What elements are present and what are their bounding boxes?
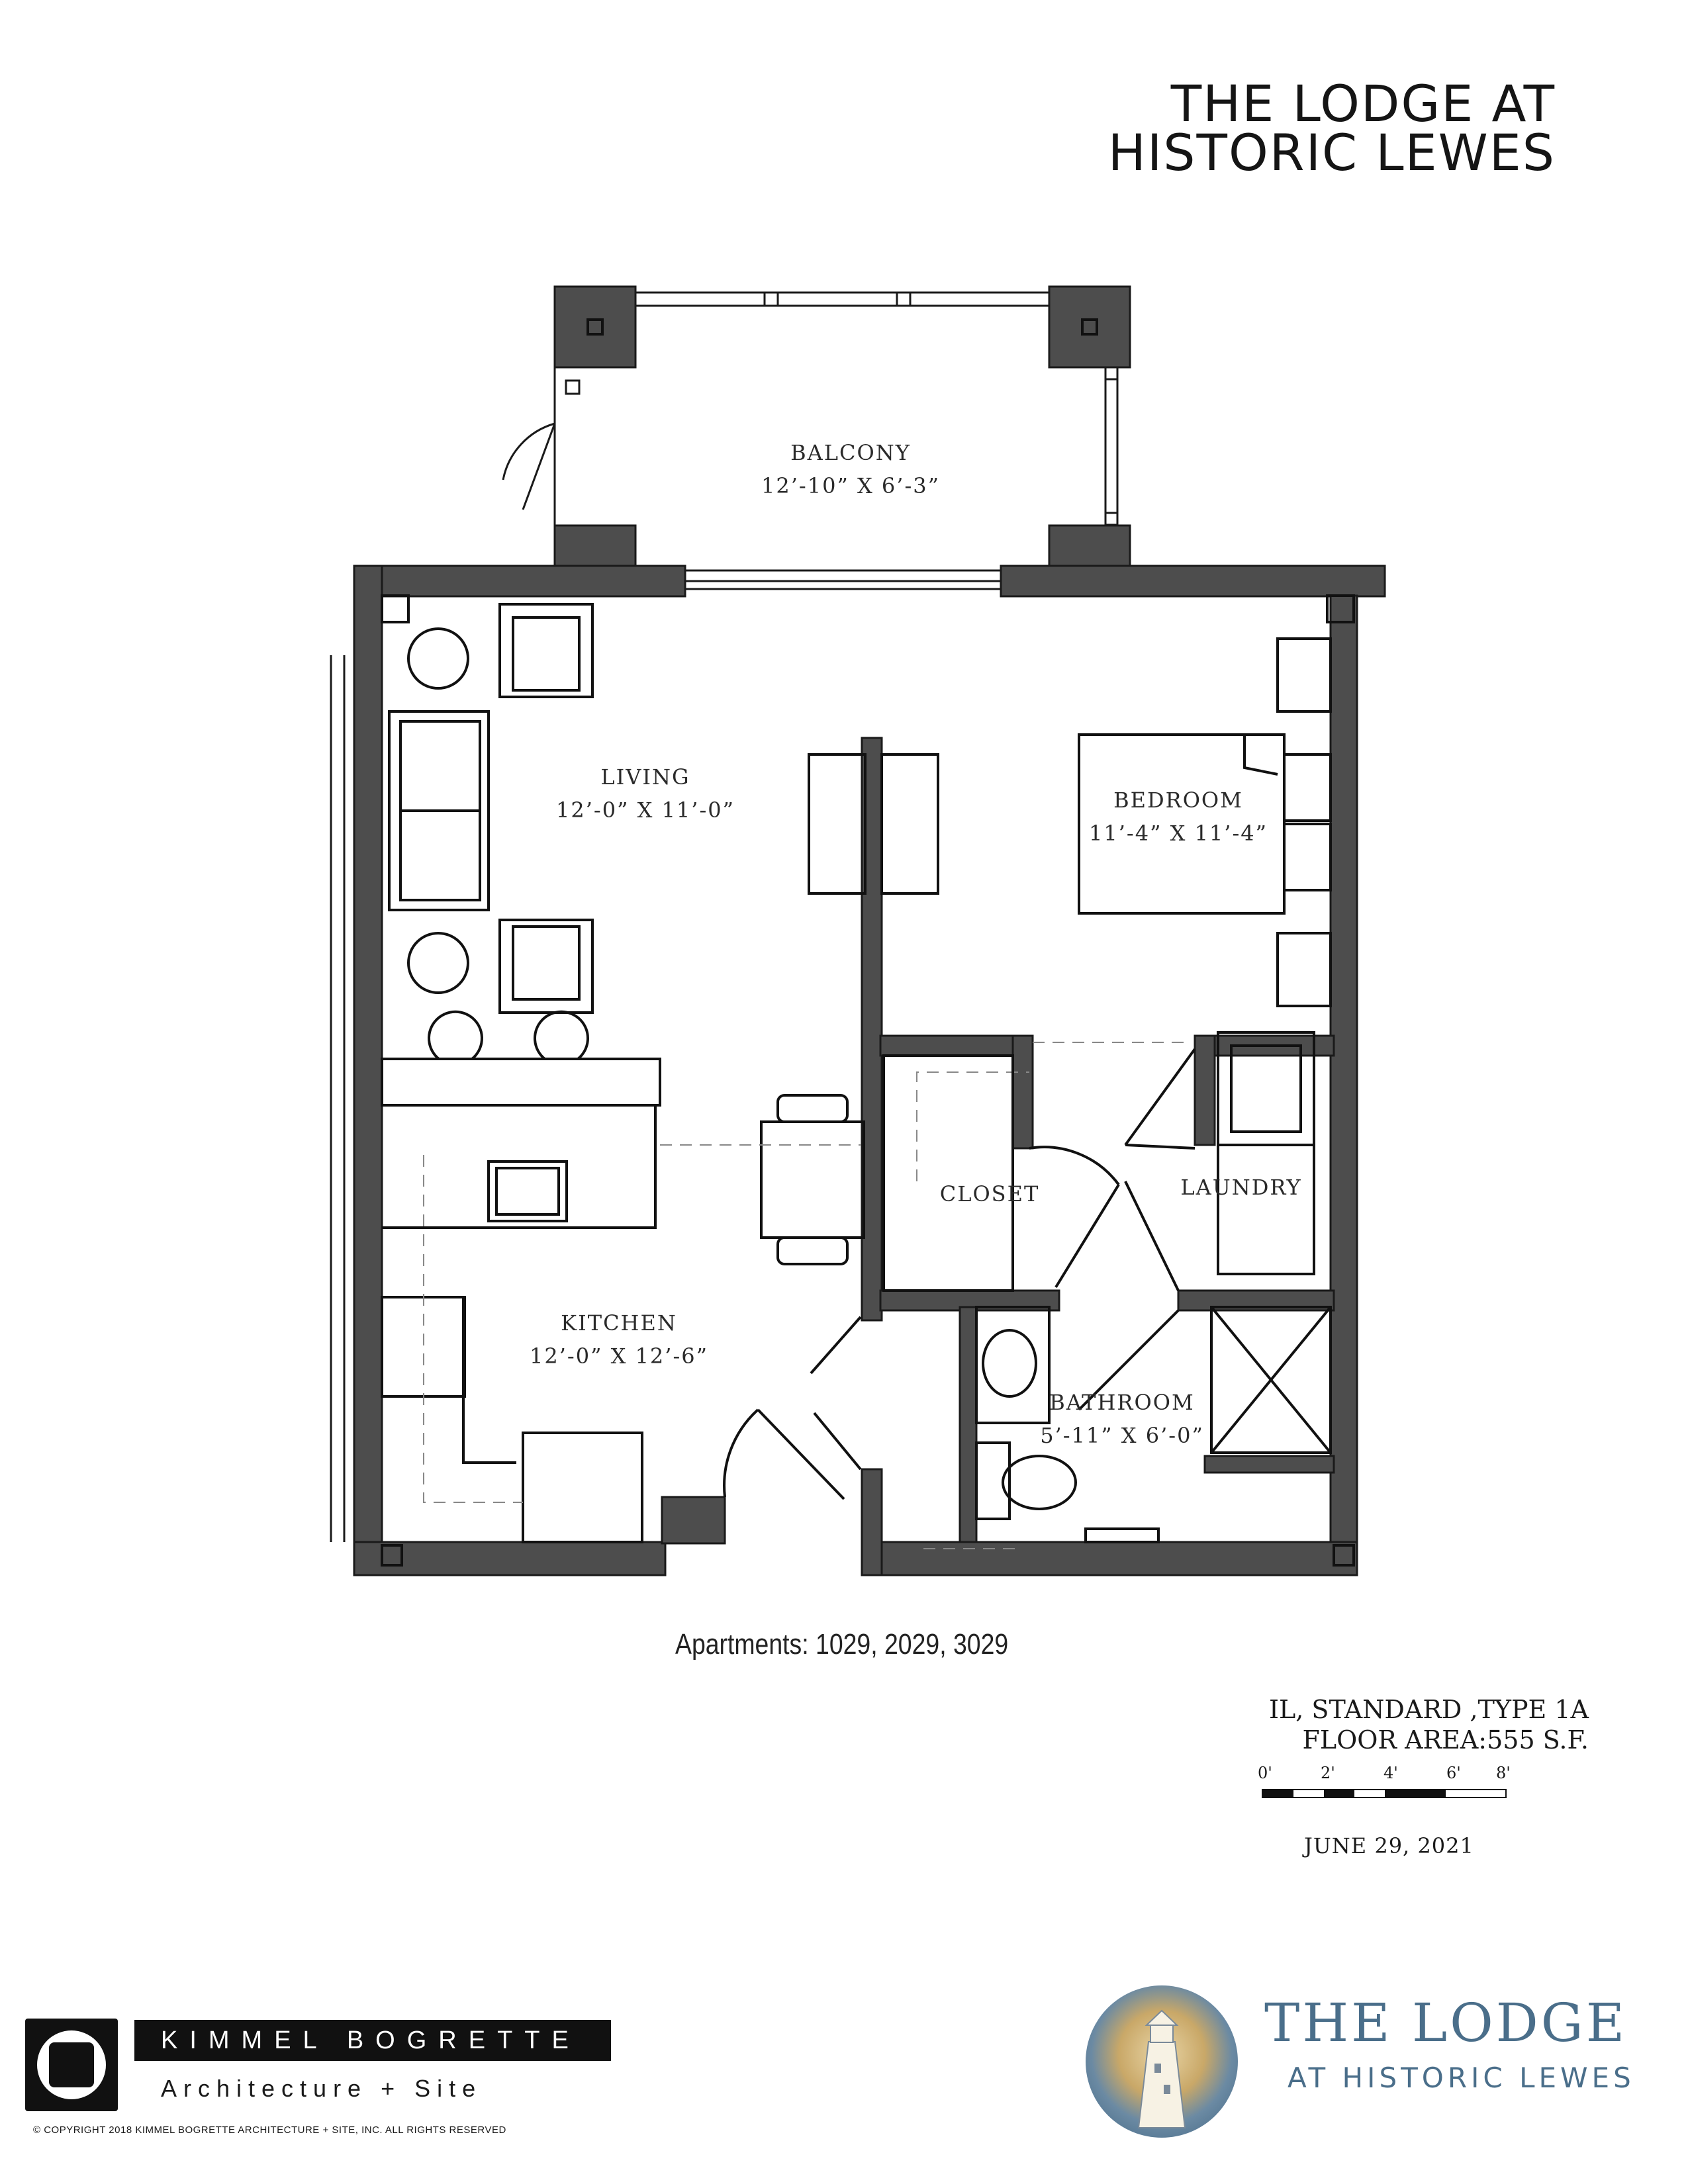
title-line-2: HISTORIC LEWES: [1107, 123, 1556, 182]
brand-logo: THE LODGE AT HISTORIC LEWES: [1072, 1972, 1668, 2144]
wardrobe: [1276, 932, 1332, 1007]
windows-and-railings: [330, 291, 1119, 1542]
scale-tick-label: 6': [1446, 1764, 1461, 1782]
armchair: [498, 919, 594, 1014]
scale-tick-label: 4': [1383, 1764, 1398, 1782]
scale-tick-label: 2': [1321, 1764, 1335, 1782]
kitchen-sink: [487, 1160, 568, 1222]
shower: [1210, 1306, 1332, 1454]
vanity: [975, 1306, 1051, 1424]
closet-fixtures: [882, 1048, 1196, 1292]
scale-bar-graphic: [1262, 1789, 1507, 1798]
living-furniture: [388, 603, 939, 1014]
balcony-door: [502, 367, 556, 525]
room-size-living: 12’-0” X 11’-0”: [556, 797, 735, 823]
nightstand: [1283, 823, 1332, 891]
room-label-closet: CLOSET: [940, 1181, 1040, 1206]
dining-table: [760, 1120, 865, 1239]
armchair: [498, 603, 594, 698]
unit-type: IL, STANDARD ,TYPE 1A: [1269, 1695, 1589, 1724]
laundry-fixtures: [1217, 1031, 1315, 1275]
dashed-overhead-lines: [423, 1042, 1192, 1549]
architect-subtitle: Architecture + Site: [161, 2075, 483, 2102]
page-title: THE LODGE AT HISTORIC LEWES: [1107, 74, 1556, 182]
dresser: [880, 753, 939, 895]
nightstand: [1276, 637, 1332, 713]
room-label-kitchen: KITCHEN: [561, 1310, 677, 1336]
unit-info: IL, STANDARD ,TYPE 1A FLOOR AREA:555 S.F…: [1269, 1694, 1589, 1755]
scale-tick-label: 0': [1258, 1764, 1272, 1782]
lighthouse-seal-icon: [1086, 1985, 1238, 2138]
scale-tick-label: 8': [1496, 1764, 1511, 1782]
toilet: [1002, 1455, 1077, 1510]
sofa: [388, 710, 490, 911]
bathroom-fixtures: [975, 1306, 1332, 1543]
bedroom-furniture: [1078, 637, 1332, 1007]
bathroom-sink: [982, 1329, 1037, 1398]
side-table: [407, 932, 469, 994]
nightstand: [1283, 753, 1332, 822]
tv-cabinet: [808, 753, 867, 895]
room-labels: BALCONY 12’-10” X 6’-3” LIVING 12’-0” X …: [530, 440, 1301, 1448]
room-label-balcony: BALCONY: [790, 440, 911, 465]
washer: [1217, 1144, 1315, 1275]
kitchen-fixtures: [381, 1010, 865, 1543]
bar-stool: [534, 1010, 589, 1060]
architect-name: KIMMEL BOGRETTE: [134, 2020, 611, 2061]
copyright-notice: © COPYRIGHT 2018 KIMMEL BOGRETTE ARCHITE…: [33, 2124, 506, 2136]
bar-stool: [428, 1010, 483, 1060]
room-label-laundry: LAUNDRY: [1180, 1175, 1301, 1200]
room-label-bathroom: BATHROOM: [1049, 1390, 1194, 1415]
plan-date: JUNE 29, 2021: [1304, 1833, 1474, 1858]
room-size-kitchen: 12’-0” X 12’-6”: [530, 1343, 708, 1369]
room-label-bedroom: BEDROOM: [1113, 788, 1243, 813]
apartment-numbers: Apartments: 1029, 2029, 3029: [675, 1628, 1009, 1661]
room-size-bathroom: 5’-11” X 6’-0”: [1040, 1423, 1204, 1448]
scale-bar: 0' 2' 4' 6' 8': [1258, 1764, 1511, 1803]
entry-doors: [723, 1316, 862, 1500]
counter-bar: [381, 1058, 661, 1107]
walls: [353, 285, 1386, 1576]
wall-columns: [381, 318, 1355, 1567]
room-size-balcony: 12’-10” X 6’-3”: [761, 473, 940, 498]
title-line-1: THE LODGE AT: [1170, 74, 1556, 133]
brand-tagline: AT HISTORIC LEWES: [1288, 2062, 1635, 2094]
architect-logo: KIMMEL BOGRETTE Architecture + Site © CO…: [25, 2019, 611, 2151]
floor-area: FLOOR AREA:555 S.F.: [1302, 1725, 1589, 1754]
stove: [522, 1432, 643, 1543]
brand-name: THE LODGE: [1264, 1992, 1628, 2054]
architect-mark-icon: [25, 2019, 118, 2111]
room-label-living: LIVING: [600, 764, 690, 790]
side-table: [407, 627, 469, 690]
room-size-bedroom: 11’-4” X 11’-4”: [1089, 821, 1268, 846]
